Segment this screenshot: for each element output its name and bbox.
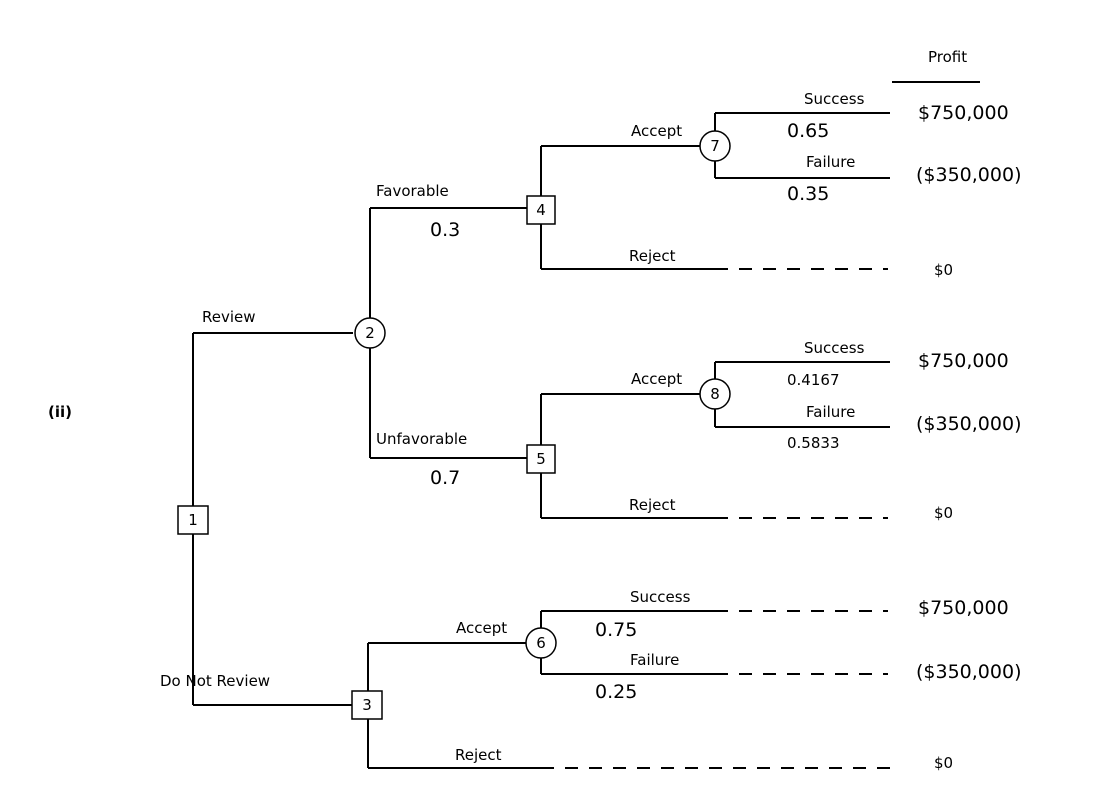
label-do-not-review: Do Not Review xyxy=(160,672,270,690)
label-reject-5: Reject xyxy=(629,496,676,514)
label-accept-4: Accept xyxy=(631,122,682,140)
label-failure-6: Failure xyxy=(630,651,679,669)
node-3-label: 3 xyxy=(362,696,372,714)
prob-favorable: 0.3 xyxy=(430,219,460,241)
prob-unfavorable: 0.7 xyxy=(430,467,460,489)
label-unfavorable: Unfavorable xyxy=(376,430,467,448)
payoff-7-success: $750,000 xyxy=(918,102,1009,124)
payoff-4-reject: $0 xyxy=(934,261,953,279)
label-review: Review xyxy=(202,308,256,326)
node-7-label: 7 xyxy=(710,137,720,155)
label-success-7: Success xyxy=(804,90,865,108)
payoff-8-failure: ($350,000) xyxy=(916,413,1021,435)
chance-node-6: 6 xyxy=(525,627,557,659)
label-success-8: Success xyxy=(804,339,865,357)
prob-failure-6: 0.25 xyxy=(595,681,637,703)
payoff-5-reject: $0 xyxy=(934,504,953,522)
payoff-6-failure: ($350,000) xyxy=(916,661,1021,683)
chance-node-7: 7 xyxy=(699,130,731,162)
prob-success-8: 0.4167 xyxy=(787,371,840,389)
label-failure-7: Failure xyxy=(806,153,855,171)
node-6-label: 6 xyxy=(536,634,546,652)
prob-success-7: 0.65 xyxy=(787,120,829,142)
profit-header: Profit xyxy=(928,48,967,66)
payoff-6-success: $750,000 xyxy=(918,597,1009,619)
decision-node-1: 1 xyxy=(177,505,209,535)
decision-node-3: 3 xyxy=(351,690,383,720)
decision-node-5: 5 xyxy=(526,444,556,474)
label-success-6: Success xyxy=(630,588,691,606)
node-4-label: 4 xyxy=(536,201,546,219)
prob-failure-8: 0.5833 xyxy=(787,434,840,452)
label-failure-8: Failure xyxy=(806,403,855,421)
payoff-8-success: $750,000 xyxy=(918,350,1009,372)
node-5-label: 5 xyxy=(536,450,546,468)
node-8-label: 8 xyxy=(710,385,720,403)
node-1-label: 1 xyxy=(188,511,198,529)
payoff-7-failure: ($350,000) xyxy=(916,164,1021,186)
prob-success-6: 0.75 xyxy=(595,619,637,641)
label-favorable: Favorable xyxy=(376,182,449,200)
label-reject-3: Reject xyxy=(455,746,502,764)
node-2-label: 2 xyxy=(365,324,375,342)
part-label: (ii) xyxy=(48,403,72,421)
label-accept-5: Accept xyxy=(631,370,682,388)
label-reject-4: Reject xyxy=(629,247,676,265)
chance-node-2: 2 xyxy=(354,317,386,349)
decision-node-4: 4 xyxy=(526,195,556,225)
label-accept-3: Accept xyxy=(456,619,507,637)
prob-failure-7: 0.35 xyxy=(787,183,829,205)
payoff-3-reject: $0 xyxy=(934,754,953,772)
chance-node-8: 8 xyxy=(699,378,731,410)
